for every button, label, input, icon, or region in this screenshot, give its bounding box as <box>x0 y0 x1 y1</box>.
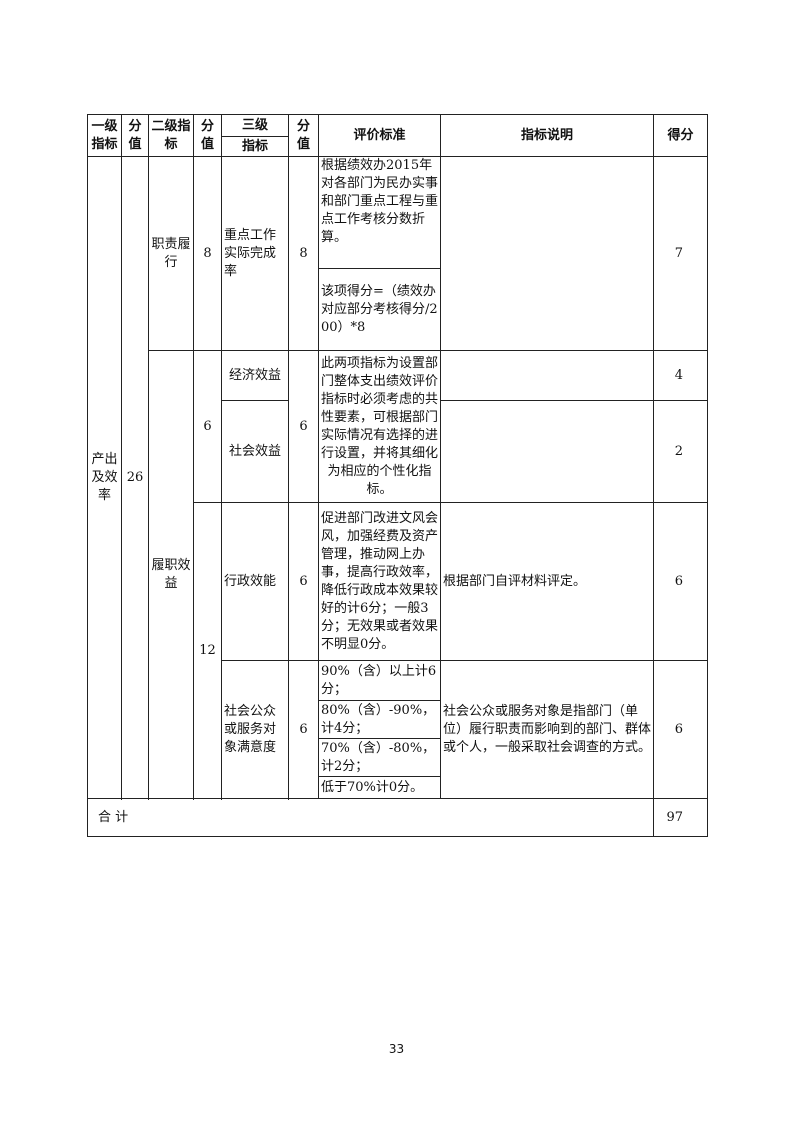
benefit-block2-score2: 12 <box>193 502 222 799</box>
header-level2: 二级指标 <box>148 114 194 157</box>
duty-score3: 8 <box>288 156 319 351</box>
duty-criteria-a: 根据绩效办2015年对各部门为民办实事和部门重点工程与重点工作考核分数折算。 <box>318 156 441 269</box>
header-level3-sub: 指标 <box>221 136 289 157</box>
satisfaction-level3: 社会公众或服务对象满意度 <box>221 660 289 799</box>
total-value: 97 <box>653 798 708 837</box>
duty-score2: 8 <box>193 156 222 351</box>
economic-level3: 经济效益 <box>221 350 289 401</box>
benefit-block1-score3: 6 <box>288 350 319 503</box>
benefit-block1-criteria: 此两项指标为设置部门整体支出绩效评价指标时必须考虑的共性要素，可根据部门实际情况… <box>318 350 441 503</box>
satisfaction-criteria-4: 低于70%计0分。 <box>318 776 441 799</box>
header-explanation: 指标说明 <box>440 114 654 157</box>
satisfaction-criteria-2: 80%（含）-90%，计4分； <box>318 700 441 739</box>
admin-score3: 6 <box>288 502 319 661</box>
page-number: 33 <box>388 1042 405 1056</box>
header-criteria: 评价标准 <box>318 114 441 157</box>
satisfaction-result: 6 <box>653 660 708 799</box>
group-level1: 产出及效率 <box>87 156 122 799</box>
group-score: 26 <box>121 156 149 799</box>
header-level1: 一级指标 <box>87 114 122 157</box>
social-explanation <box>440 400 654 503</box>
admin-result: 6 <box>653 502 708 661</box>
satisfaction-criteria-1: 90%（含）以上计6分； <box>318 660 441 701</box>
evaluation-table: 一级指标 分值 二级指标 分值 三级 分值 评价标准 指标说明 得分 指标 产出… <box>87 114 708 837</box>
duty-explanation <box>440 156 654 351</box>
social-level3: 社会效益 <box>221 400 289 503</box>
satisfaction-criteria-3: 70%（含）-80%，计2分； <box>318 738 441 777</box>
admin-criteria: 促进部门改进文风会风，加强经费及资产管理，推动网上办事，提高行政效率，降低行政成… <box>318 502 441 661</box>
duty-level3: 重点工作实际完成率 <box>221 156 289 351</box>
social-result: 2 <box>653 400 708 503</box>
header-score3: 分值 <box>288 114 319 157</box>
admin-level3: 行政效能 <box>221 502 289 661</box>
economic-result: 4 <box>653 350 708 401</box>
economic-explanation <box>440 350 654 401</box>
duty-level2: 职责履行 <box>148 156 194 351</box>
benefit-level2: 履职效益 <box>148 350 194 799</box>
benefit-block1-score2: 6 <box>193 350 222 503</box>
header-level3: 三级 <box>221 114 289 137</box>
duty-result: 7 <box>653 156 708 351</box>
duty-criteria-b: 该项得分=（绩效办对应部分考核得分/200）*8 <box>318 268 441 351</box>
header-result: 得分 <box>653 114 708 157</box>
satisfaction-explanation: 社会公众或服务对象是指部门（单位）履行职责而影响到的部门、群体或个人，一般采取社… <box>440 660 654 799</box>
total-label: 合 计 <box>87 798 654 837</box>
admin-explanation: 根据部门自评材料评定。 <box>440 502 654 661</box>
header-score2: 分值 <box>193 114 222 157</box>
header-score1: 分值 <box>121 114 149 157</box>
satisfaction-score3: 6 <box>288 660 319 799</box>
